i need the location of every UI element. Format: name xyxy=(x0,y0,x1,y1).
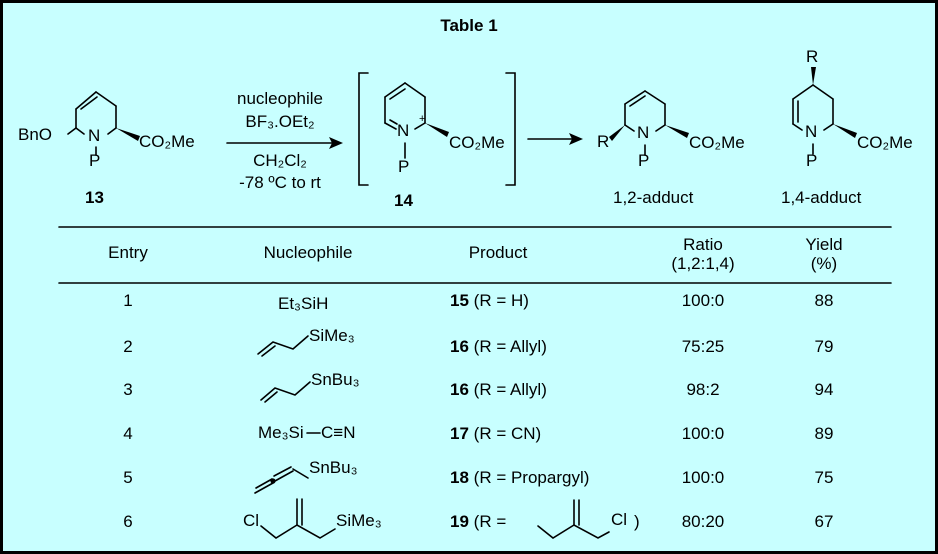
table-figure: Table 1 xyxy=(3,3,935,551)
row-5-product-description: (R = Propargyl) xyxy=(473,468,590,487)
row-5-nucleophile-stannyl: SnBu₃ xyxy=(309,458,358,477)
protecting-group-label: P xyxy=(806,151,818,170)
row-6-nucleophile-silyl: SiMe₃ xyxy=(336,511,382,530)
reaction-scheme-drawing xyxy=(58,67,892,539)
adduct-1-2-label: 1,2-adduct xyxy=(613,188,694,207)
nitrogen-label: N xyxy=(805,122,818,141)
row-1-ratio: 100:0 xyxy=(681,291,725,310)
row-4-ratio: 100:0 xyxy=(681,424,725,443)
protecting-group-label: P xyxy=(398,157,410,176)
row-2-product-number: 16 xyxy=(450,337,469,356)
row-3-entry: 3 xyxy=(123,380,133,399)
row-4-nucleophile-silyl: Me₃Si xyxy=(258,423,304,442)
row-4-yield: 89 xyxy=(814,424,834,443)
iminium-charge: + xyxy=(419,113,426,125)
row-6-ratio: 80:20 xyxy=(681,512,725,531)
r-group-label: R xyxy=(597,132,610,151)
condition-solvent: CH₂Cl₂ xyxy=(253,151,307,170)
row-4-product-description: (R = CN) xyxy=(473,424,542,443)
header-product: Product xyxy=(468,243,528,262)
row-1-product: 15 (R = H) xyxy=(450,291,529,311)
row-6-product-close-paren: ) xyxy=(634,512,640,531)
row-5-product-number: 18 xyxy=(450,468,469,487)
row-1-nucleophile: Et₃SiH xyxy=(278,294,329,313)
header-yield-unit: (%) xyxy=(810,254,838,273)
compound-14-label: 14 xyxy=(394,191,413,210)
row-2-nucleophile-silyl: SiMe₃ xyxy=(309,326,355,345)
row-6-product: 19 (R = xyxy=(450,512,506,532)
ester-label: CO₂Me xyxy=(139,132,195,151)
row-4-product-number: 17 xyxy=(450,424,469,443)
condition-nucleophile: nucleophile xyxy=(236,89,323,108)
row-4-entry: 4 xyxy=(123,424,133,443)
row-5-yield: 75 xyxy=(814,468,834,487)
row-3-ratio: 98:2 xyxy=(686,380,720,399)
condition-temperature: -78 ºC to rt xyxy=(239,173,321,192)
row-2-entry: 2 xyxy=(123,337,133,356)
row-2-product-description: (R = Allyl) xyxy=(473,337,547,356)
condition-lewis-acid: BF₃.OEt₂ xyxy=(245,112,315,131)
row-6-product-chloride: Cl xyxy=(611,510,628,529)
bno-label: BnO xyxy=(18,125,53,144)
row-3-nucleophile-stannyl: SnBu₃ xyxy=(311,370,360,389)
row-2-product: 16 (R = Allyl) xyxy=(450,337,547,357)
header-yield: Yield xyxy=(805,235,843,254)
row-3-product-description: (R = Allyl) xyxy=(473,380,547,399)
protecting-group-label: P xyxy=(89,151,101,170)
row-6-product-description: (R = xyxy=(473,512,507,531)
header-nucleophile: Nucleophile xyxy=(263,243,353,262)
row-3-product-number: 16 xyxy=(450,380,469,399)
row-1-entry: 1 xyxy=(123,291,133,310)
nitrogen-label: N xyxy=(637,123,650,142)
row-1-product-number: 15 xyxy=(450,291,469,310)
ester-label: CO₂Me xyxy=(689,133,745,152)
row-6-product-number: 19 xyxy=(450,512,469,531)
row-4-product: 17 (R = CN) xyxy=(450,424,541,444)
ester-label: CO₂Me xyxy=(449,133,505,152)
nitrogen-label: N xyxy=(397,121,410,140)
compound-13-label: 13 xyxy=(85,188,104,207)
row-2-ratio: 75:25 xyxy=(681,337,725,356)
row-5-ratio: 100:0 xyxy=(681,468,725,487)
row-5-product: 18 (R = Propargyl) xyxy=(450,468,589,488)
header-ratio: Ratio xyxy=(683,235,723,254)
header-entry: Entry xyxy=(108,243,148,262)
header-ratio-subtitle: (1,2:1,4) xyxy=(671,254,735,273)
row-6-nucleophile-chloride: Cl xyxy=(243,511,260,530)
r-group-label: R xyxy=(806,47,819,66)
table-title: Table 1 xyxy=(440,16,498,35)
row-6-entry: 6 xyxy=(123,512,133,531)
row-3-yield: 94 xyxy=(814,380,834,399)
row-1-yield: 88 xyxy=(814,291,834,310)
adduct-1-4-label: 1,4-adduct xyxy=(781,188,862,207)
row-3-product: 16 (R = Allyl) xyxy=(450,380,547,400)
ester-label: CO₂Me xyxy=(857,133,913,152)
row-4-nucleophile-nitrile: C≡N xyxy=(321,423,356,442)
row-5-entry: 5 xyxy=(123,468,133,487)
row-2-yield: 79 xyxy=(814,337,834,356)
nitrogen-label: N xyxy=(88,126,101,145)
row-1-product-description: (R = H) xyxy=(473,291,529,310)
row-6-yield: 67 xyxy=(814,512,834,531)
protecting-group-label: P xyxy=(638,151,650,170)
